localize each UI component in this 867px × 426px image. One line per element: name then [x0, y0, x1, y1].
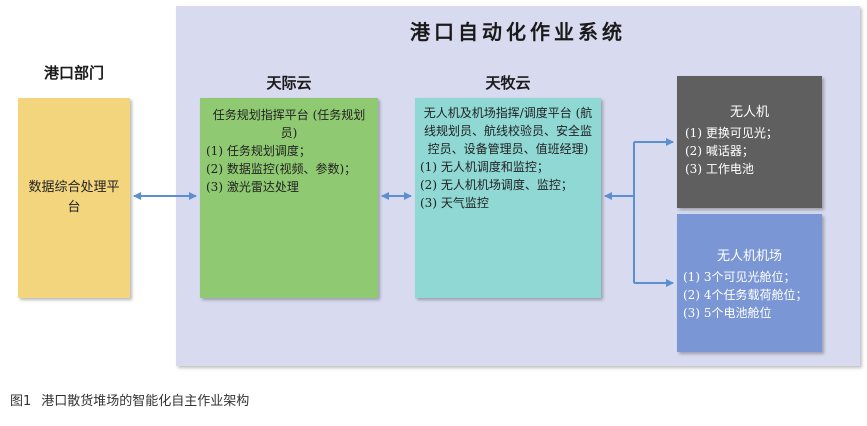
uav-hangar-item: (3) 5个电池舱位 [683, 306, 772, 320]
dispatch-platform-box: 无人机及机场指挥/调度平台 (航线规划员、航线校验员、安全监控员、设备管理员、值… [415, 98, 601, 298]
uav-hangar-box: 无人机机场 (1) 3个可见光舱位； (2) 4个任务载荷舱位； (3) 5个电… [677, 214, 822, 352]
figure-caption: 图1 港口散货堆场的智能化自主作业架构 [10, 390, 249, 409]
system-title: 港口自动化作业系统 [410, 20, 626, 44]
dispatch-platform-title: 无人机及机场指挥/调度平台 (航线规划员、航线校验员、安全监控员、设备管理员、值… [423, 106, 593, 156]
dispatch-platform-item: (1) 无人机调度和监控； [420, 160, 549, 174]
uav-item: (1) 更换可见光； [685, 126, 778, 140]
uav-hangar-item: (1) 3个可见光舱位； [683, 270, 796, 284]
figure-number: 图1 [10, 394, 32, 409]
tianmu-cloud-label: 天牧云 [485, 74, 531, 92]
task-planning-item: (2) 数据监控(视频、参数)； [206, 162, 357, 176]
uav-box: 无人机 (1) 更换可见光； (2) 喊话器； (3) 工作电池 [677, 76, 822, 208]
uav-item: (2) 喊话器； [685, 144, 754, 158]
dispatch-platform-item: (2) 无人机机场调度、监控； [420, 178, 573, 192]
task-planning-platform-box: 任务规划指挥平台 (任务规划员) (1) 任务规划调度； (2) 数据监控(视频… [200, 98, 378, 298]
port-dept-label: 港口部门 [43, 64, 104, 82]
task-planning-platform-title: 任务规划指挥平台 (任务规划员) [212, 108, 366, 140]
figure-caption-text: 港口散货堆场的智能化自主作业架构 [41, 394, 250, 409]
data-processing-platform-box: 数据综合处理平台 [18, 98, 130, 298]
task-planning-item: (1) 任务规划调度； [206, 144, 311, 158]
task-planning-item: (3) 激光雷达处理 [206, 180, 299, 194]
uav-hangar-item: (2) 4个任务载荷舱位； [683, 288, 808, 302]
uav-title: 无人机 [729, 105, 769, 120]
data-processing-platform-text: 数据综合处理平台 [28, 180, 120, 215]
dispatch-platform-item: (3) 天气监控 [420, 196, 489, 210]
tianji-cloud-label: 天际云 [266, 74, 312, 92]
uav-hangar-title: 无人机机场 [716, 249, 782, 264]
uav-item: (3) 工作电池 [685, 162, 754, 176]
